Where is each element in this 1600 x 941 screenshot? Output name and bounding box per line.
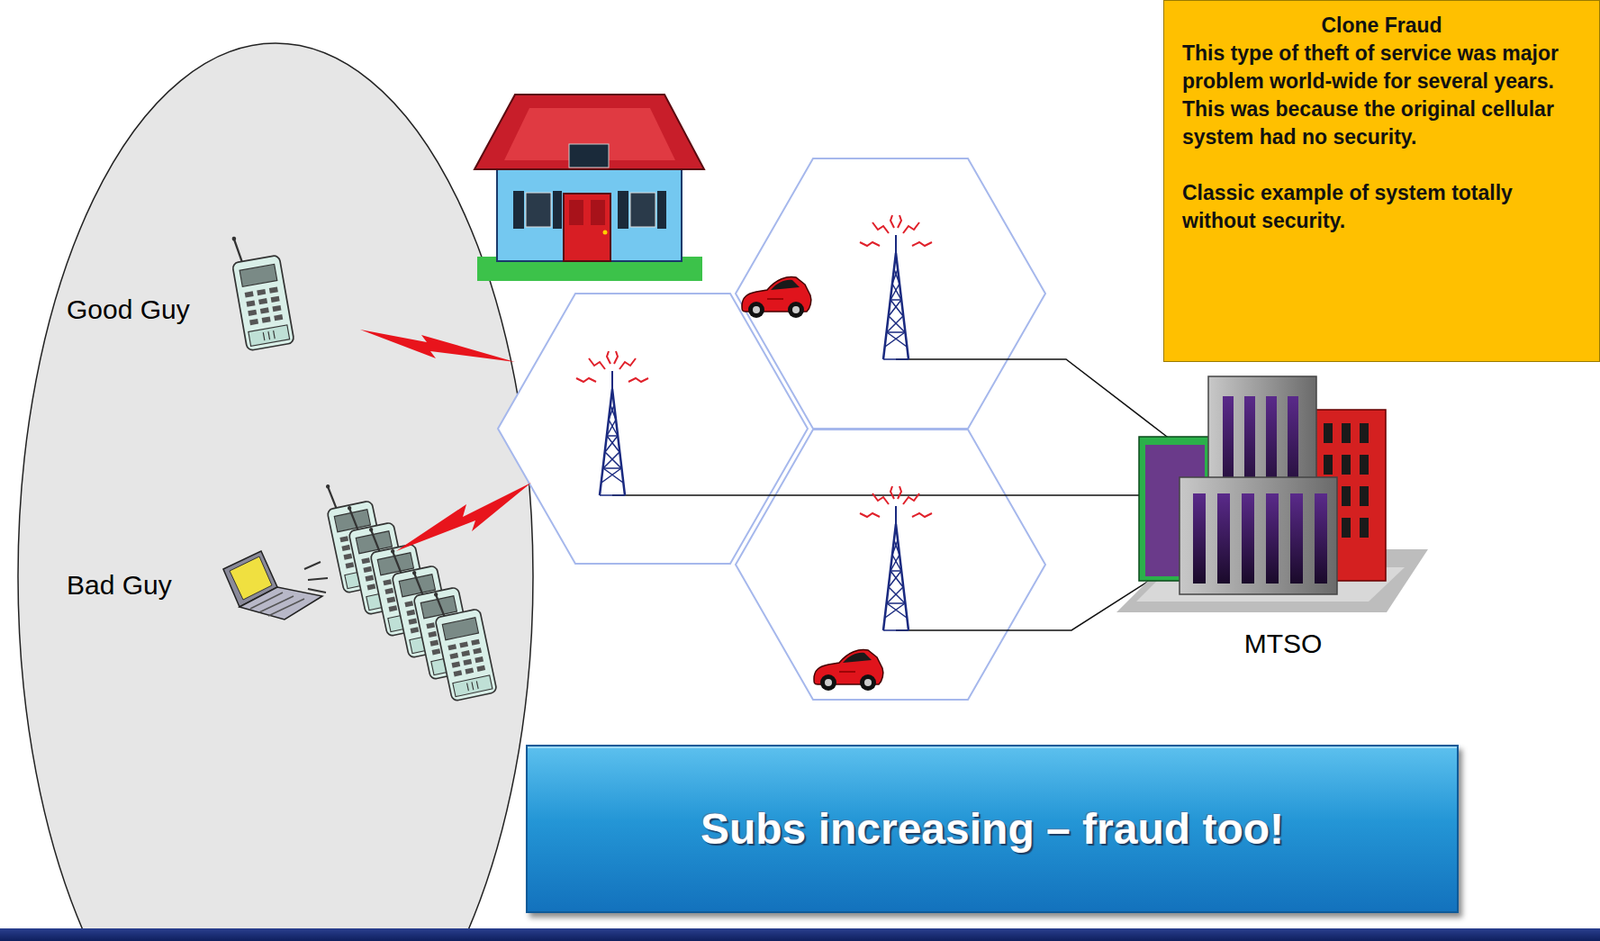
box-heading: Clone Fraud xyxy=(1182,11,1582,40)
car-icon xyxy=(813,650,884,691)
cell-tower xyxy=(576,351,649,496)
banner-button: Subs increasing – fraud too! xyxy=(525,744,1459,913)
region-ellipse xyxy=(18,43,534,941)
cell-tower xyxy=(859,486,932,631)
office-label: MTSO xyxy=(1244,628,1323,660)
mtso-building xyxy=(1116,376,1429,613)
car-icon xyxy=(741,277,812,318)
radio-bolt xyxy=(360,329,516,362)
cell-hexagon xyxy=(497,158,1046,700)
box-text: Classic example of system totally withou… xyxy=(1182,179,1582,236)
cloned-phones xyxy=(321,476,498,702)
actor-label: Bad Guy xyxy=(66,569,172,601)
phone-icon xyxy=(227,229,295,352)
house-icon xyxy=(474,94,705,281)
footer-bar xyxy=(0,928,1600,941)
radio-bolt xyxy=(396,482,532,552)
backhaul-wire xyxy=(612,359,1171,631)
box-heading: Subs increasing – fraud too! xyxy=(700,804,1284,854)
cell-tower xyxy=(859,215,932,360)
laptop-icon xyxy=(223,551,328,620)
actor-label: Good Guy xyxy=(66,294,190,326)
callout-box: Clone FraudThis type of theft of service… xyxy=(1163,0,1600,362)
box-text: This type of theft of service was major … xyxy=(1182,39,1582,152)
